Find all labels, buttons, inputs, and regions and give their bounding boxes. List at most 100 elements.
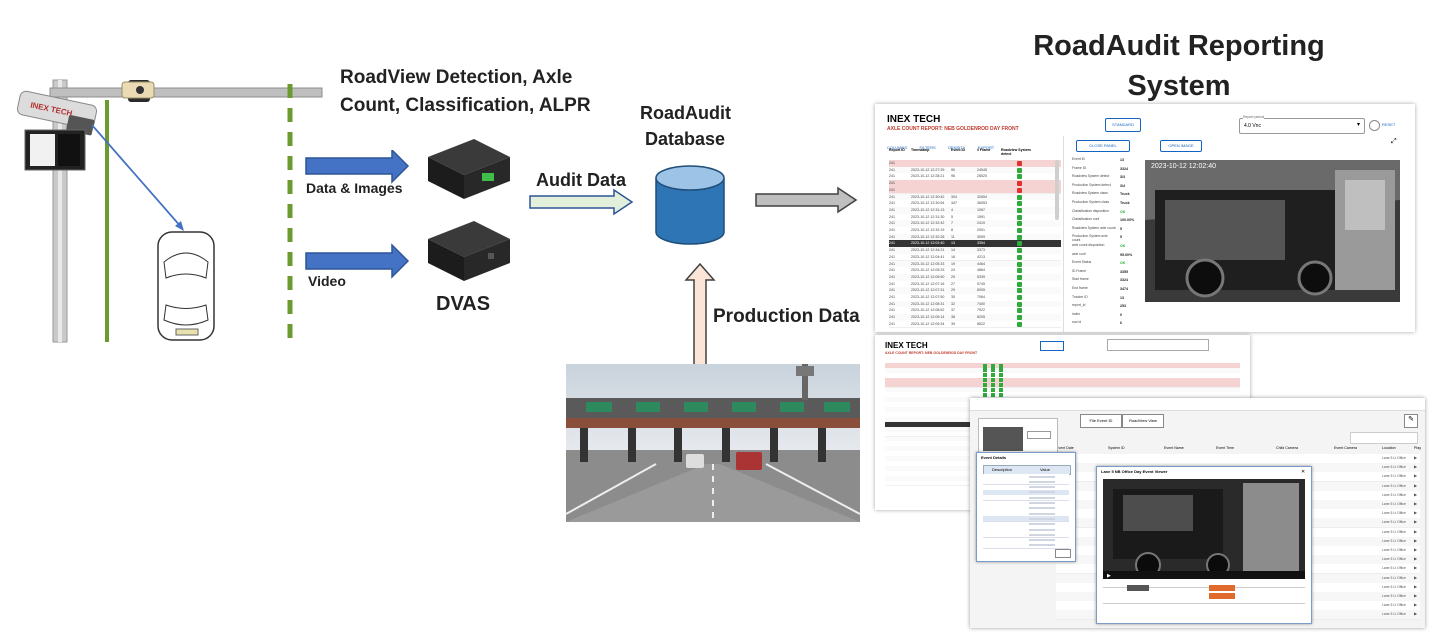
- play-icon[interactable]: ▶: [1414, 556, 1418, 562]
- table-cell: 5745: [977, 281, 985, 286]
- column-header[interactable]: Report ID: [889, 148, 905, 152]
- table-cell: 4864: [977, 268, 985, 273]
- search-input[interactable]: [1350, 432, 1418, 444]
- table-cell: 32654: [977, 194, 987, 199]
- timeline-event-marker[interactable]: [1209, 585, 1235, 591]
- play-icon[interactable]: ▶: [1414, 574, 1418, 580]
- column-header[interactable]: Event Date: [1056, 446, 1074, 450]
- toolbar-density-button[interactable]: DENSITY: [948, 145, 966, 150]
- toolbar-export-button[interactable]: EXPORT: [977, 145, 995, 150]
- column-header[interactable]: Location: [1382, 446, 1396, 450]
- status-ok-icon: [1017, 221, 1022, 227]
- status-ok-icon: [1017, 308, 1022, 314]
- table-cell: 241: [889, 228, 895, 232]
- column-header[interactable]: Timestamp: [911, 148, 930, 152]
- column-header[interactable]: Event Time: [1216, 446, 1234, 450]
- table-header: Report ID Timestamp Event ID # Frame Roadvie…: [889, 146, 1061, 161]
- column-header[interactable]: Event Camera: [1334, 446, 1357, 450]
- table-cell: 5: [951, 214, 953, 219]
- close-panel-button[interactable]: CLOSE PANEL: [1076, 140, 1130, 152]
- status-ok-icon: [1039, 393, 1043, 397]
- play-icon[interactable]: ▶: [1414, 528, 1418, 534]
- table-cell: 241: [889, 161, 895, 165]
- report-select-secondary[interactable]: [1107, 339, 1209, 351]
- table-cell: 347: [951, 201, 957, 206]
- report-select[interactable]: Report period 4.0 Vnc ▾: [1239, 115, 1365, 134]
- play-icon[interactable]: ▶: [1414, 501, 1418, 506]
- play-icon[interactable]: ▶: [1414, 482, 1418, 488]
- table-cell: 241: [889, 221, 895, 226]
- detail-key: Roadview System detect: [1072, 174, 1110, 179]
- play-icon[interactable]: ▶: [1414, 491, 1418, 497]
- chevron-down-icon: ▾: [1356, 122, 1360, 128]
- status-ok-icon: [1015, 393, 1019, 397]
- table-cell: 2023-10-12 12:07:16: [911, 281, 945, 286]
- table-cell: 7064: [977, 295, 985, 299]
- play-icon[interactable]: ▶: [1414, 583, 1418, 589]
- expand-icon[interactable]: ⤢: [1391, 138, 1397, 145]
- data-arrow-icon: [305, 150, 410, 184]
- play-icon[interactable]: ▶: [1414, 464, 1418, 470]
- play-icon[interactable]: ▶: [1414, 455, 1418, 460]
- location-cell: Lane 5 Lt Office: [1382, 557, 1406, 562]
- detail-key: report_id: [1072, 303, 1086, 308]
- play-icon[interactable]: ▶: [1414, 611, 1418, 617]
- column-header[interactable]: Event ID: [951, 148, 966, 152]
- status-ok-icon: [991, 373, 995, 378]
- play-icon[interactable]: ▶: [1414, 510, 1418, 516]
- timeline-marker[interactable]: [1127, 585, 1149, 591]
- column-header[interactable]: Event Name: [1164, 446, 1184, 450]
- detail-key: ID Frame: [1072, 268, 1087, 273]
- column-header[interactable]: Roadview System detect: [1001, 148, 1031, 156]
- column-header[interactable]: # Frame: [977, 148, 991, 152]
- table-cell: 304: [951, 194, 957, 199]
- column-header[interactable]: System ID: [1108, 446, 1125, 450]
- table-cell: 13: [951, 241, 955, 246]
- reset-button[interactable]: RESET: [1382, 122, 1396, 127]
- table-cell: 2023-10-12 12:05:33: [911, 261, 945, 266]
- table-cell: 4: [951, 207, 953, 212]
- status-ok-icon: [983, 392, 987, 397]
- status-ok-icon: [1031, 364, 1035, 368]
- dvas-label: DVAS: [436, 293, 491, 315]
- status-ok-icon: [1047, 364, 1051, 368]
- brand-logo-secondary: INEX TECH: [885, 341, 928, 350]
- play-icon[interactable]: ▶: [1414, 565, 1418, 571]
- detail-key: Classification conf: [1072, 217, 1100, 222]
- play-icon[interactable]: ▶: [1414, 537, 1418, 543]
- play-icon[interactable]: ▶: [1414, 602, 1418, 608]
- location-cell: Lane 5 Lt Office: [1382, 520, 1406, 525]
- video-arrow-icon: [305, 243, 410, 279]
- table-cell: 8522: [977, 321, 985, 326]
- play-icon[interactable]: ▶: [1414, 473, 1418, 479]
- table-cell: 241: [889, 268, 895, 273]
- detail-value-bar: [1029, 544, 1055, 547]
- play-icon[interactable]: ▶: [1414, 593, 1418, 598]
- toolbar-columns-button[interactable]: COLUMNS: [887, 145, 908, 150]
- open-image-button[interactable]: OPEN IMAGE: [1160, 140, 1202, 152]
- toolbar-filters-button[interactable]: FILTERS: [919, 145, 936, 150]
- column-header[interactable]: Play: [1414, 446, 1421, 450]
- column-header[interactable]: Child Camera: [1276, 446, 1298, 450]
- edge-devices: [428, 139, 510, 281]
- location-cell: Lane 5 Lt Office: [1382, 584, 1406, 589]
- roadview-view-tab[interactable]: RoadView View: [1122, 414, 1164, 428]
- edit-icon[interactable]: ✎: [1404, 414, 1418, 428]
- close-dialog-button[interactable]: [1055, 549, 1071, 558]
- file-event-tab[interactable]: File Event ID: [1080, 414, 1122, 428]
- status-ok-icon: [1039, 373, 1043, 377]
- timeline-track[interactable]: [1103, 587, 1305, 588]
- close-icon[interactable]: ✕: [1301, 469, 1306, 475]
- scrollbar[interactable]: [1055, 160, 1059, 220]
- status-ok-icon: [999, 388, 1003, 392]
- reset-icon[interactable]: [1369, 120, 1380, 131]
- standard-button-secondary[interactable]: [1040, 341, 1064, 351]
- standard-button[interactable]: STANDARD: [1105, 118, 1141, 132]
- play-icon[interactable]: ▶: [1414, 547, 1418, 552]
- timeline-event-marker-2[interactable]: [1209, 593, 1235, 599]
- play-icon[interactable]: ▶: [1414, 519, 1418, 525]
- status-ok-icon: [1017, 228, 1022, 233]
- status-ok-icon: [1007, 373, 1011, 377]
- timeline-axis: [1103, 603, 1305, 604]
